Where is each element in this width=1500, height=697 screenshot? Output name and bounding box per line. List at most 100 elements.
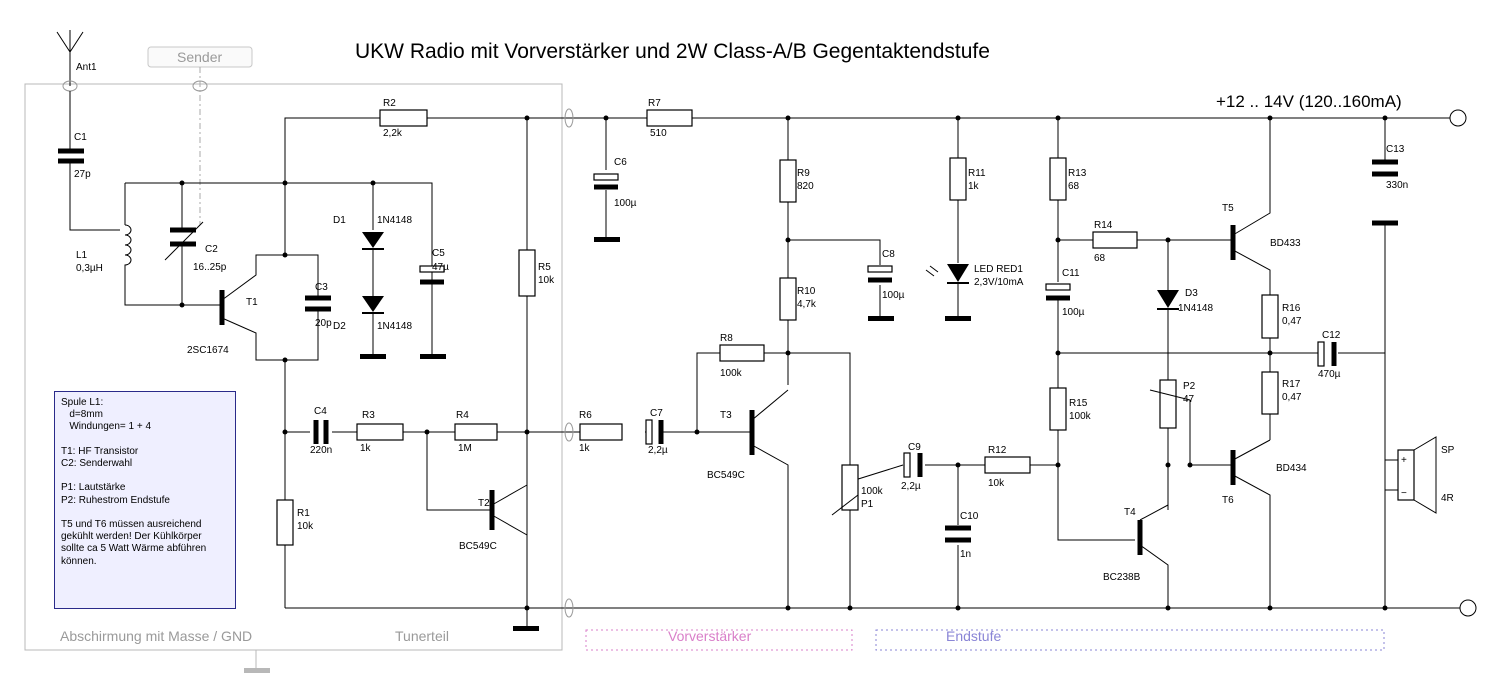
label-l1-name: L1 — [76, 250, 88, 261]
tuner-shield — [24, 83, 563, 673]
schematic-title: UKW Radio mit Vorverstärker und 2W Class… — [355, 40, 990, 63]
inductor-l1-icon — [124, 224, 132, 270]
label-r9-name: R9 — [797, 168, 810, 179]
ground-symbols — [360, 237, 971, 631]
label-d1-value: 1N4148 — [377, 215, 412, 226]
antenna-icon — [56, 30, 84, 86]
label-c7-name: C7 — [650, 408, 663, 419]
label-r8-name: R8 — [720, 333, 733, 344]
ground-terminal — [1459, 599, 1477, 617]
resistor-symbols — [276, 109, 1279, 546]
note-line: gekühlt werden! Der Kühlkörper — [61, 531, 202, 543]
label-r5-value: 10k — [538, 275, 555, 286]
label-d2-name: D2 — [333, 321, 346, 332]
label-c9-value: 2,2µ — [901, 481, 921, 492]
label-t6-name: T6 — [1222, 495, 1234, 506]
label-r9-value: 820 — [797, 181, 814, 192]
label-r15-value: 100k — [1069, 411, 1092, 422]
label-c11-value: 100µ — [1062, 307, 1085, 318]
label-t3-value: BC549C — [707, 470, 745, 481]
label-t1-value: 2SC1674 — [187, 345, 229, 356]
note-line: T1: HF Transistor — [61, 445, 139, 457]
preamp-section-label: Vorverstärker — [668, 628, 752, 644]
speaker-icon: +− — [1385, 436, 1437, 514]
note-line: sollte ca 5 Watt Wärme abführen — [61, 543, 207, 555]
note-line — [61, 507, 229, 519]
label-r3-value: 1k — [360, 443, 372, 454]
label-r17-value: 0,47 — [1282, 392, 1302, 403]
label-t3-name: T3 — [720, 410, 732, 421]
label-c5-name: C5 — [432, 248, 445, 259]
svg-text:−: − — [1401, 488, 1407, 499]
label-t6-value: BD434 — [1276, 463, 1307, 474]
label-t1-name: T1 — [246, 297, 258, 308]
diode-symbols — [362, 232, 1179, 314]
label-p1-value: 100k — [861, 486, 884, 497]
label-l1-value: 0,3µH — [76, 263, 103, 274]
sender-feedthrough — [192, 80, 208, 92]
label-r8-value: 100k — [720, 368, 743, 379]
label-r10-value: 4,7k — [797, 299, 817, 310]
label-t2-name: T2 — [478, 498, 490, 509]
label-r14-value: 68 — [1094, 253, 1106, 264]
label-r4-name: R4 — [456, 410, 469, 421]
label-d3-name: D3 — [1185, 288, 1198, 299]
note-line: d=8mm — [61, 409, 103, 421]
label-led1-name: LED RED1 — [974, 264, 1023, 275]
label-r13-value: 68 — [1068, 181, 1080, 192]
label-r17-name: R17 — [1282, 379, 1301, 390]
note-line — [61, 470, 229, 482]
label-c13-name: C13 — [1386, 144, 1405, 155]
label-c2-name: C2 — [205, 244, 218, 255]
supply-terminal — [1449, 109, 1467, 127]
label-r12-name: R12 — [988, 445, 1007, 456]
label-c12-value: 470µ — [1318, 369, 1341, 380]
label-c13-value: 330n — [1386, 180, 1408, 191]
label-p2-name: P2 — [1183, 381, 1196, 392]
label-d2-value: 1N4148 — [377, 321, 412, 332]
label-r12-value: 10k — [988, 478, 1005, 489]
label-sp-value: 4R — [1441, 493, 1454, 504]
note-line: können. — [61, 555, 97, 567]
label-r11-value: 1k — [968, 181, 980, 192]
label-c11-name: C11 — [1062, 268, 1080, 279]
label-c5-value: 47µ — [432, 262, 449, 273]
label-c6-name: C6 — [614, 157, 627, 168]
junction-dots — [179, 115, 1388, 611]
label-r7-value: 510 — [650, 128, 667, 139]
label-c9-name: C9 — [908, 442, 921, 453]
label-c4-value: 220n — [310, 445, 332, 456]
label-d3-value: 1N4148 — [1178, 303, 1213, 314]
label-r5-name: R5 — [538, 262, 551, 273]
electrolytic-capacitor-symbols — [419, 173, 1337, 478]
label-c6-value: 100µ — [614, 198, 637, 209]
shield-label: Abschirmung mit Masse / GND — [60, 628, 252, 644]
label-r13-name: R13 — [1068, 168, 1087, 179]
shield-feedthroughs — [564, 108, 574, 618]
label-t5-name: T5 — [1222, 203, 1234, 214]
label-r11-name: R11 — [968, 168, 986, 179]
label-r4-value: 1M — [458, 443, 472, 454]
label-c8-value: 100µ — [882, 290, 905, 301]
label-led1-value: 2,3V/10mA — [974, 277, 1024, 288]
label-c8-name: C8 — [882, 249, 895, 260]
supply-voltage-label: +12 .. 14V (120..160mA) — [1216, 92, 1402, 111]
label-c10-value: 1n — [960, 549, 971, 560]
label-t5-value: BD433 — [1270, 238, 1301, 249]
sender-button[interactable]: Sender — [147, 46, 253, 68]
label-c4-name: C4 — [314, 406, 327, 417]
label-c2-value: 16..25p — [193, 262, 227, 273]
note-line: P2: Ruhestrom Endstufe — [61, 494, 170, 506]
label-r2-name: R2 — [383, 98, 396, 109]
label-p2-value: 47 — [1183, 394, 1195, 405]
label-r1-name: R1 — [297, 508, 310, 519]
preamp-section-box — [585, 629, 853, 651]
label-c1-name: C1 — [74, 132, 87, 143]
label-r16-value: 0,47 — [1282, 316, 1302, 327]
label-c12-name: C12 — [1322, 330, 1341, 341]
label-r6-name: R6 — [579, 410, 592, 421]
tuner-section-label: Tunerteil — [395, 628, 449, 644]
note-line: T5 und T6 müssen ausreichend — [61, 519, 202, 531]
